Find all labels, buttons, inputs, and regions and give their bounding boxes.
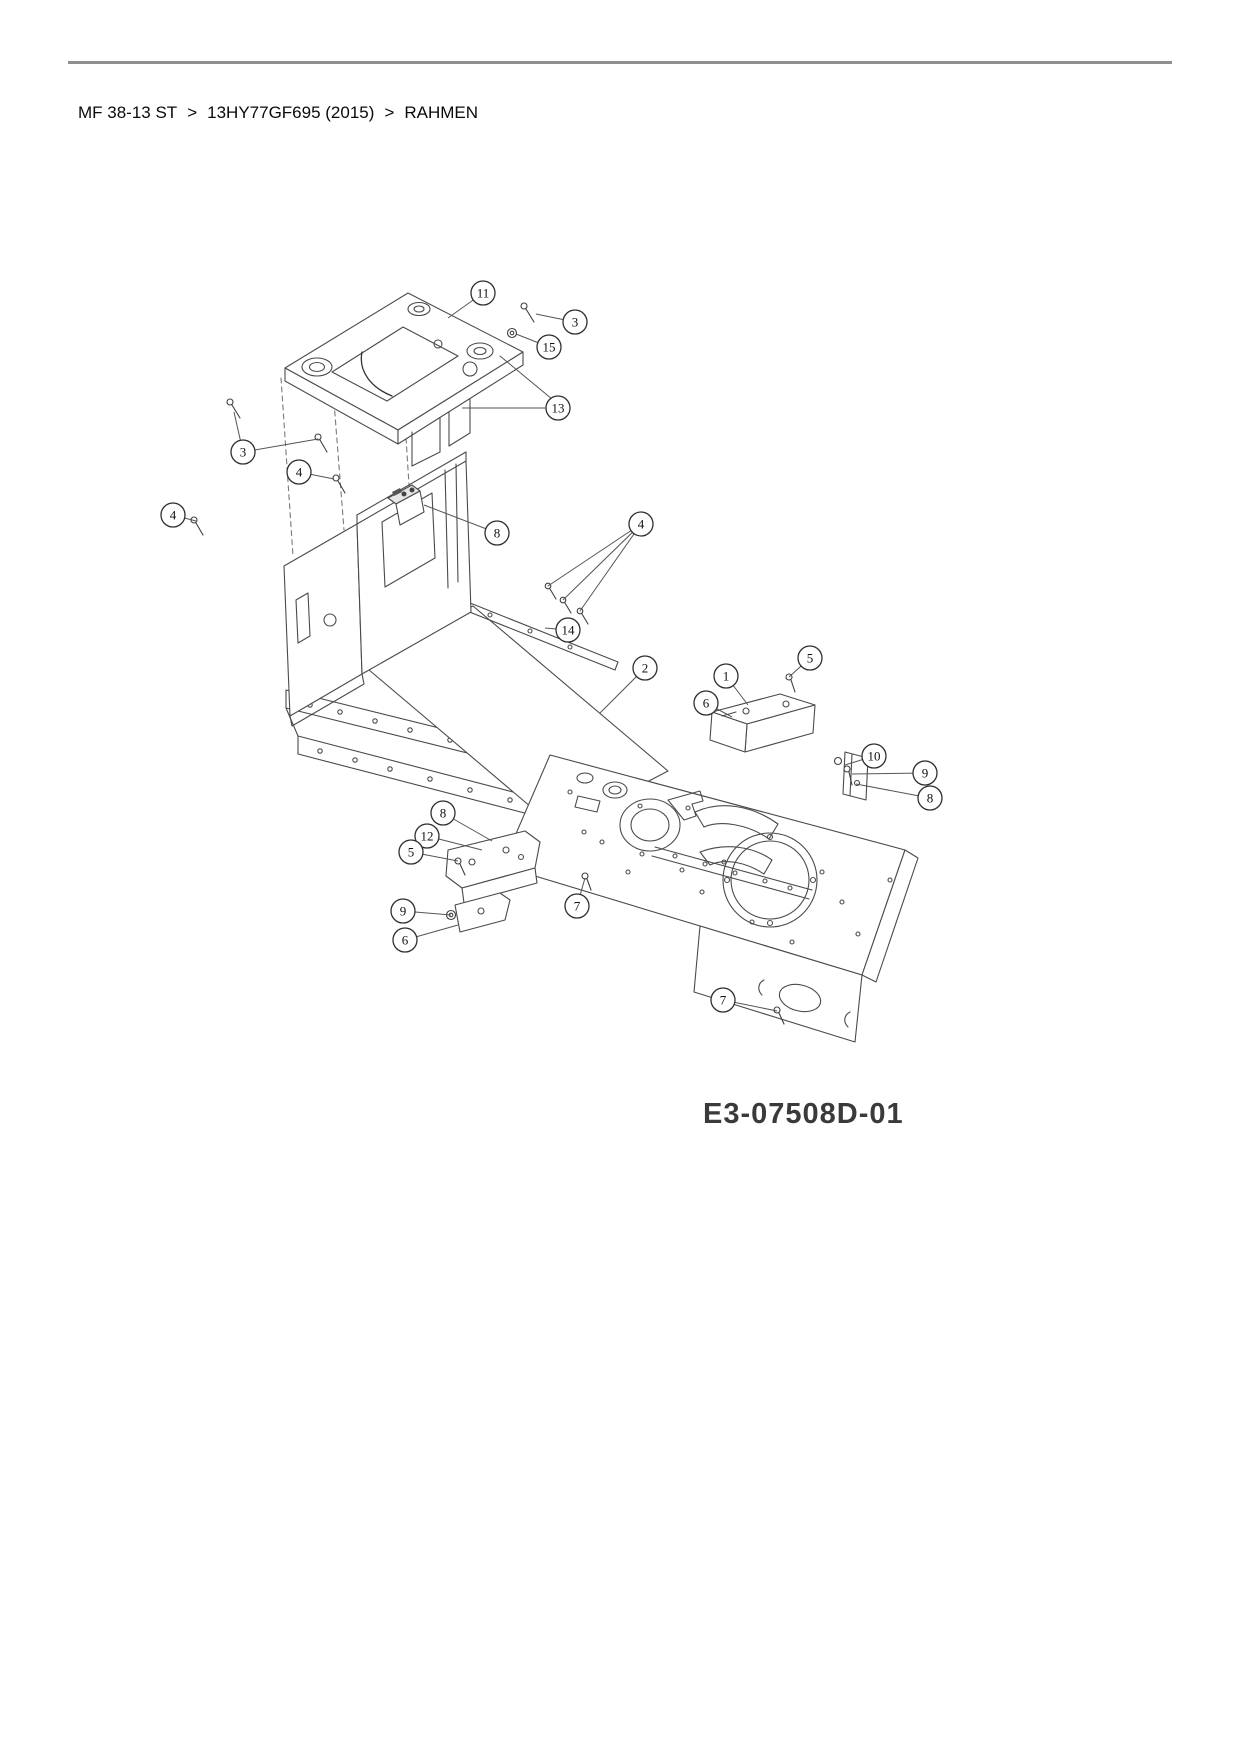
callout-8: 8 [917,785,943,811]
svg-text:4: 4 [638,517,645,532]
front-bracket [445,830,541,904]
svg-text:7: 7 [574,899,581,914]
svg-text:5: 5 [807,651,814,666]
svg-text:4: 4 [170,508,177,523]
alignment-dashes [280,377,411,557]
breadcrumb-section: RAHMEN [404,103,479,122]
svg-text:11: 11 [477,286,490,301]
callout-15: 15 [536,334,562,360]
svg-text:10: 10 [868,749,881,764]
breadcrumb-separator: > [384,103,395,122]
svg-text:13: 13 [552,401,565,416]
svg-text:7: 7 [720,993,727,1008]
diagram-code: E3-07508D-01 [703,1098,904,1130]
callout-8: 8 [430,800,456,826]
callout-4: 4 [286,459,312,485]
callout-leader-8 [423,504,498,534]
callout-6: 6 [693,690,719,716]
svg-text:8: 8 [494,526,501,541]
top-divider [68,61,1172,64]
svg-text:2: 2 [642,661,649,676]
seat-bracket [709,693,816,753]
callout-11: 11 [470,280,496,306]
svg-text:12: 12 [421,829,434,844]
callout-4: 4 [628,511,654,537]
svg-text:9: 9 [400,904,407,919]
svg-text:3: 3 [240,445,247,460]
top-plate [284,292,524,467]
extra-leaders [242,355,642,612]
callout-7: 7 [710,987,736,1013]
breadcrumb-separator: > [187,103,198,122]
callout-12: 12 [414,823,440,849]
callout-3: 3 [230,439,256,465]
callout-9: 9 [390,898,416,924]
reinforcement-strip [451,596,619,671]
cable-clamp [387,484,425,526]
callout-8: 8 [484,520,510,546]
exploded-frame-drawing [190,292,919,1043]
breadcrumb-model[interactable]: MF 38-13 ST [78,103,178,122]
callout-6: 6 [392,927,418,953]
callout-9: 9 [912,760,938,786]
svg-text:3: 3 [572,315,579,330]
svg-text:9: 9 [922,766,929,781]
svg-text:8: 8 [440,806,447,821]
callout-13: 13 [545,395,571,421]
callout-10: 10 [861,743,887,769]
callout-1: 1 [713,663,739,689]
rear-pan [501,754,919,1043]
callout-7: 7 [564,893,590,919]
callout-5: 5 [797,645,823,671]
callout-14: 14 [555,617,581,643]
svg-text:4: 4 [296,465,303,480]
svg-text:5: 5 [408,845,415,860]
svg-text:6: 6 [703,696,710,711]
breadcrumb-variant[interactable]: 13HY77GF695 (2015) [207,103,375,122]
svg-text:1: 1 [723,669,730,684]
callout-3: 3 [562,309,588,335]
svg-text:8: 8 [927,791,934,806]
svg-text:15: 15 [543,340,556,355]
tower [283,451,472,727]
callout-leader-4 [562,523,642,601]
breadcrumb: MF 38-13 ST > 13HY77GF695 (2015) > RAHME… [78,103,478,123]
callout-2: 2 [632,655,658,681]
foot-bracket [454,892,511,933]
svg-text:6: 6 [402,933,409,948]
callout-4: 4 [160,502,186,528]
svg-text:14: 14 [562,623,576,638]
callout-5: 5 [398,839,424,865]
